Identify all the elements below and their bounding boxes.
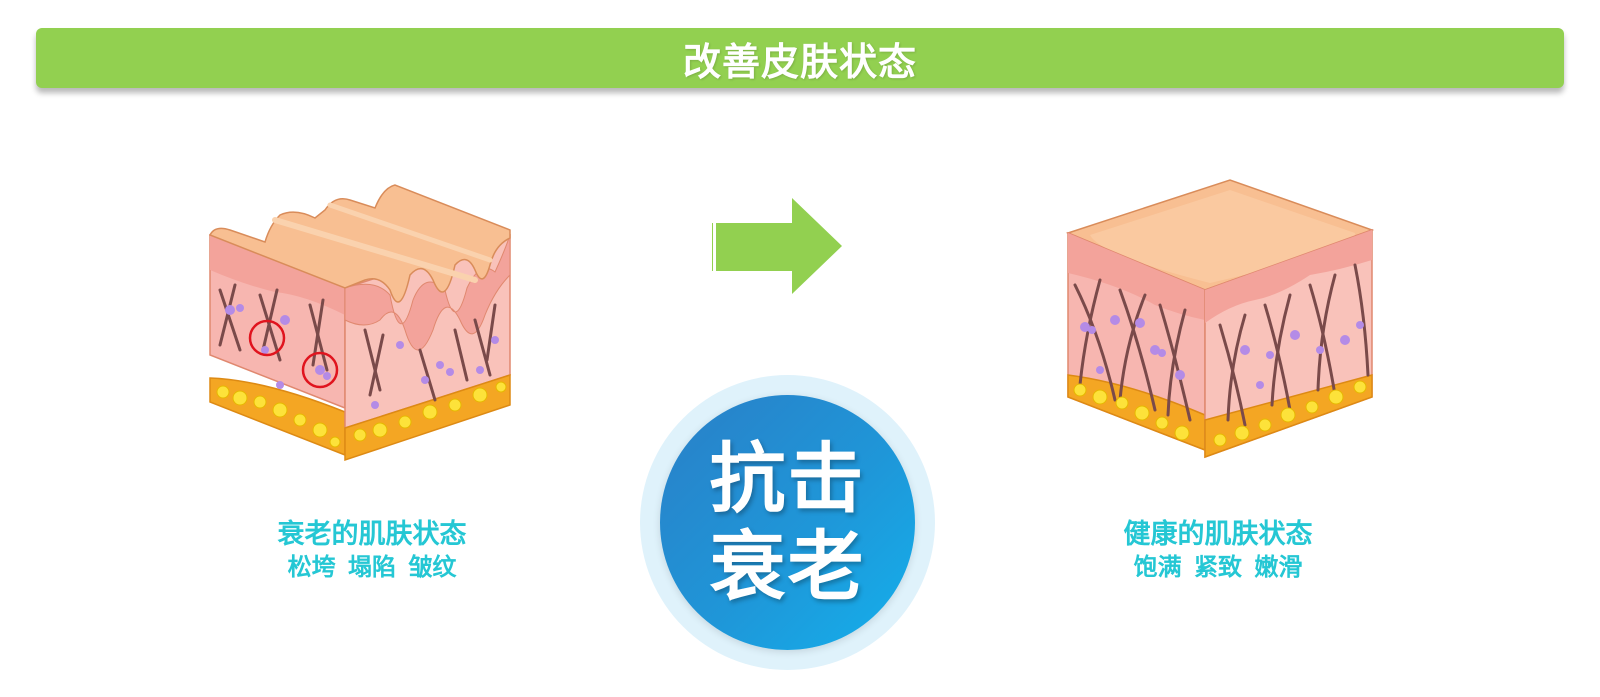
badge-line-2: 衰老	[709, 521, 866, 611]
right-arrow-icon	[702, 198, 842, 294]
anti-aging-badge: 抗击 衰老	[640, 375, 935, 670]
page-title: 改善皮肤状态	[682, 39, 917, 84]
transition-arrow	[702, 198, 862, 298]
badge-circle: 抗击 衰老	[660, 395, 915, 650]
healthy-skin-subtitle: 饱满 紧致 嫩滑	[1133, 553, 1303, 581]
aged-skin-subtitle: 松垮 塌陷 皱纹	[287, 553, 457, 581]
aged-skin-title: 衰老的肌肤状态	[277, 519, 467, 550]
healthy-skin-caption: 健康的肌肤状态 饱满 紧致 嫩滑	[1068, 518, 1368, 582]
healthy-skin-illustration	[1060, 175, 1380, 465]
highlight-marker-icon	[248, 319, 339, 389]
aged-skin-illustration	[205, 180, 525, 470]
header-banner: 改善皮肤状态	[36, 28, 1564, 88]
badge-line-1: 抗击	[709, 433, 866, 523]
wrinkled-skin-icon	[208, 184, 511, 462]
healthy-skin-title: 健康的肌肤状态	[1123, 519, 1313, 550]
smooth-skin-icon	[1065, 179, 1375, 459]
aged-skin-caption: 衰老的肌肤状态 松垮 塌陷 皱纹	[222, 518, 522, 582]
